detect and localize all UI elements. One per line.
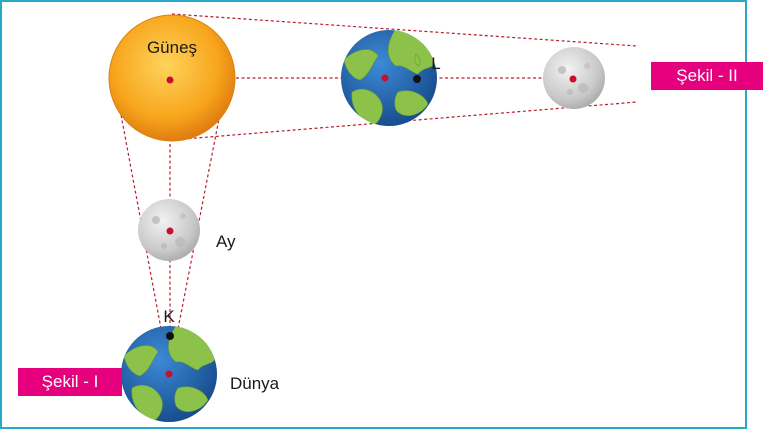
moon-center-dot-figure-1 — [166, 227, 174, 235]
moon-center-dot-figure-2 — [569, 75, 577, 83]
sun-center-dot — [166, 76, 174, 84]
earth-figure-2: L — [341, 30, 441, 126]
diagram-frame — [0, 0, 747, 429]
earth-figure-1: K Dünya — [121, 307, 280, 422]
sun-label: Güneş — [147, 38, 197, 57]
point-k-marker — [166, 332, 174, 340]
moon-figure-1: Ay — [138, 199, 236, 261]
earth-center-dot-figure-2 — [381, 74, 389, 82]
moon-figure-2 — [543, 47, 605, 109]
earth-label: Dünya — [230, 374, 280, 393]
moon-label: Ay — [216, 232, 236, 251]
earth-center-dot-figure-1 — [165, 370, 173, 378]
figure-2-tag: Şekil - II — [651, 62, 763, 90]
point-l-label: L — [431, 54, 440, 73]
point-l-marker — [413, 75, 421, 83]
sun: Güneş — [108, 14, 236, 142]
point-k-label: K — [163, 307, 175, 326]
figure-1-tag: Şekil - I — [18, 368, 122, 396]
